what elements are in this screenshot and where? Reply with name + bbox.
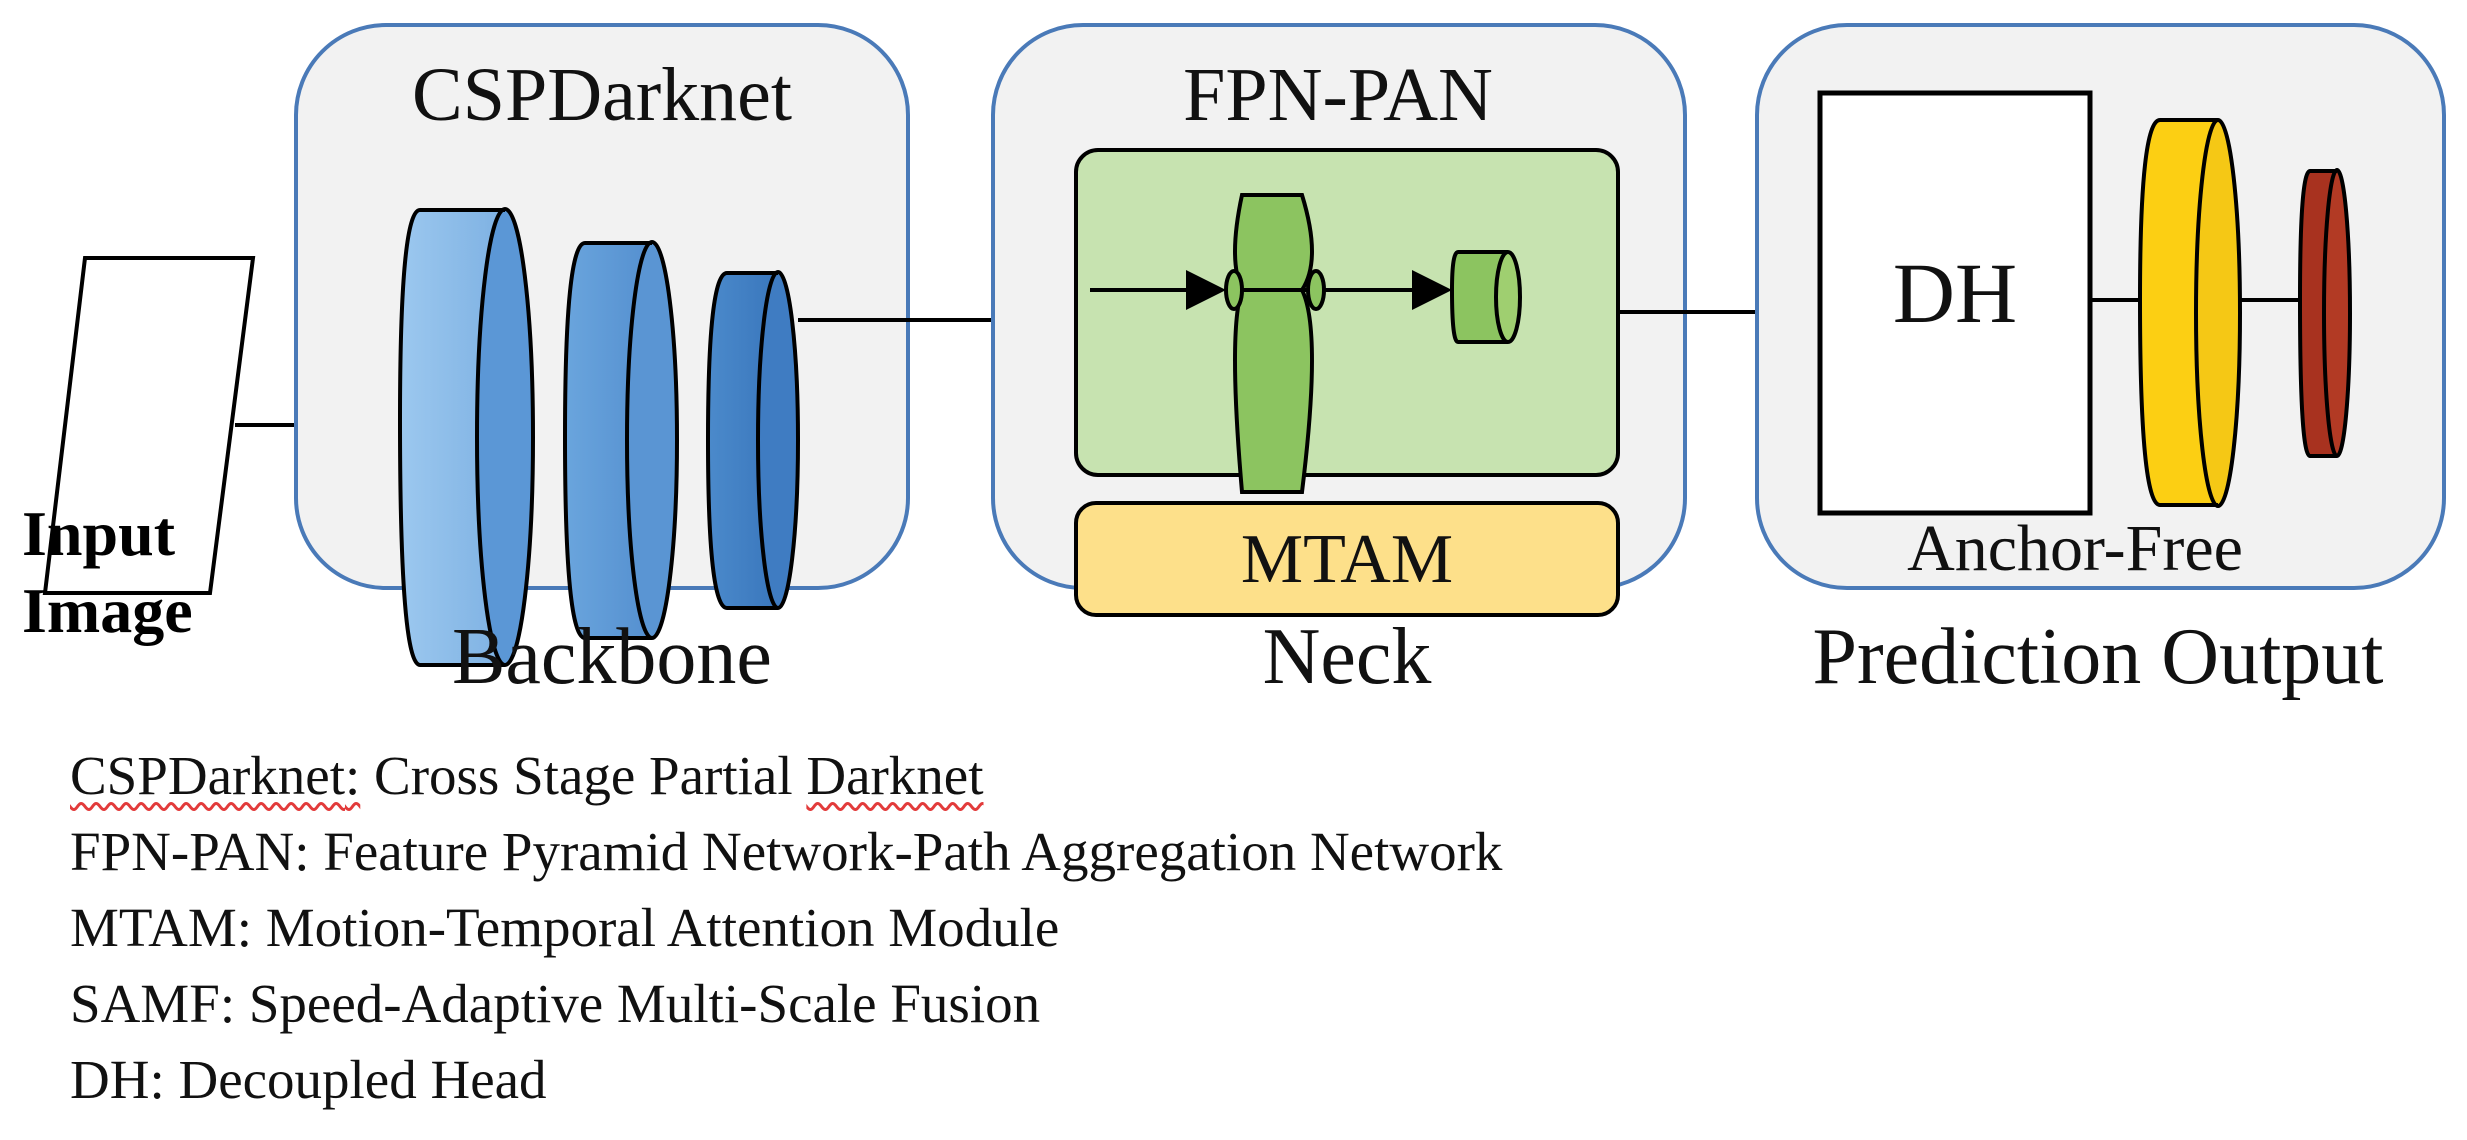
output-layer-red-icon bbox=[2297, 168, 2352, 458]
neck-inner-title: FPN-PAN bbox=[1183, 53, 1493, 137]
legend-item-cspdarknet: CSPDarknet: Cross Stage Partial Darknet bbox=[70, 738, 1502, 814]
legend-abbr: CSPDarknet: bbox=[70, 745, 361, 806]
decoupled-head-block bbox=[1817, 90, 2093, 516]
legend-definition-part: Cross Stage Partial bbox=[374, 745, 793, 806]
output-layer-yellow-icon bbox=[2137, 118, 2242, 508]
legend-definition: Motion-Temporal Attention Module bbox=[265, 897, 1060, 958]
prediction-caption: Prediction Output bbox=[1812, 613, 2383, 701]
legend-item-fpn-pan: FPN-PAN: Feature Pyramid Network-Path Ag… bbox=[70, 821, 1503, 882]
anchor-free-label: Anchor-Free bbox=[1907, 512, 2243, 585]
backbone-layer-2-icon bbox=[562, 240, 679, 640]
mtam-block bbox=[1074, 501, 1620, 617]
input-image-node: Input Image bbox=[22, 256, 256, 646]
legend-item-dh: DH: Decoupled Head bbox=[70, 1049, 547, 1110]
backbone-layer-3-icon bbox=[705, 270, 800, 610]
abbreviation-legend: CSPDarknet: Cross Stage Partial Darknet … bbox=[70, 738, 1502, 1118]
neck-caption: Neck bbox=[1263, 613, 1432, 701]
backbone-inner-title: CSPDarknet bbox=[412, 53, 792, 137]
prediction-panel: DH Anchor-Free Prediction Output bbox=[1755, 23, 2446, 701]
legend-item-mtam: MTAM: Motion-Temporal Attention Module bbox=[70, 897, 1060, 958]
fpn-output-layer-icon bbox=[1449, 250, 1522, 344]
mtam-label: MTAM bbox=[1241, 521, 1453, 598]
legend-item-samf: SAMF: Speed-Adaptive Multi-Scale Fusion bbox=[70, 973, 1041, 1034]
fpn-pan-block bbox=[1074, 148, 1620, 477]
legend-definition: Speed-Adaptive Multi-Scale Fusion bbox=[248, 973, 1041, 1034]
backbone-caption: Backbone bbox=[452, 613, 772, 701]
input-image-shape bbox=[42, 256, 256, 595]
neck-panel: FPN-PAN MTAM Neck bbox=[991, 23, 1687, 701]
legend-abbr: FPN-PAN bbox=[70, 821, 295, 882]
legend-definition: Decoupled Head bbox=[178, 1049, 547, 1110]
legend-abbr: SAMF bbox=[70, 973, 220, 1034]
backbone-panel: CSPDarknet Backbone bbox=[294, 23, 910, 701]
decoupled-head-label: DH bbox=[1893, 245, 2017, 341]
legend-abbr: DH bbox=[70, 1049, 150, 1110]
backbone-layer-1-icon bbox=[397, 207, 535, 667]
legend-abbr: MTAM bbox=[70, 897, 237, 958]
input-image-label-line1: Input bbox=[22, 498, 176, 569]
legend-definition-flagged-word: Darknet bbox=[806, 745, 984, 806]
input-image-label-line2: Image bbox=[22, 575, 193, 646]
legend-definition: Feature Pyramid Network-Path Aggregation… bbox=[323, 821, 1503, 882]
fpn-fusion-block-icon bbox=[1224, 193, 1326, 494]
